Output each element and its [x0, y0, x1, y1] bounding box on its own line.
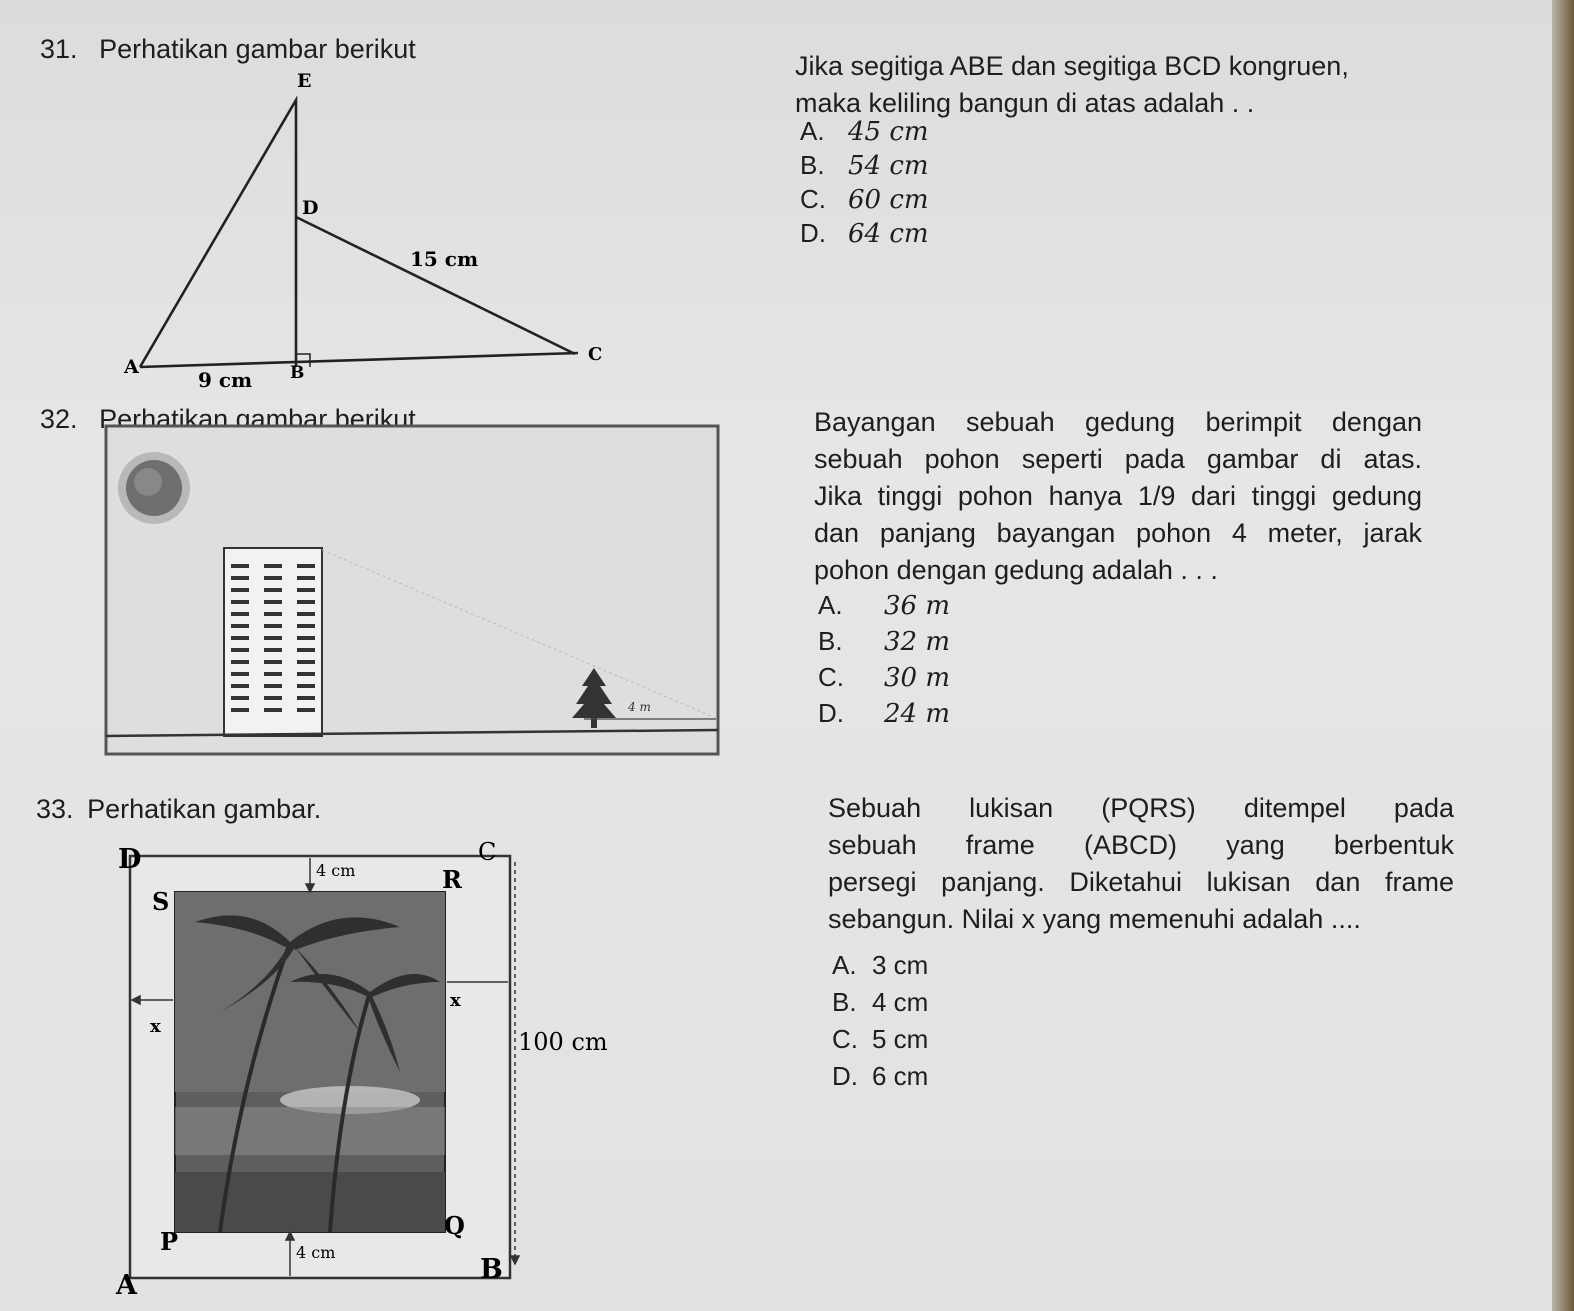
q32-option-b-value: 32 m: [884, 627, 951, 657]
q31-options: A. 45 cm B. 54 cm C. 60 cm D. 64 cm: [800, 116, 929, 252]
q32-option-d[interactable]: D. 24 m: [818, 698, 950, 734]
q33-option-c-letter: C.: [832, 1024, 858, 1054]
q31-option-c-value: 60 cm: [848, 185, 929, 215]
q31-label-15cm: 15 cm: [410, 247, 478, 271]
q32-option-a-value: 36 m: [884, 591, 951, 621]
q31-right-angle-mark: [296, 353, 311, 367]
q31-option-c[interactable]: C. 60 cm: [800, 184, 929, 218]
q33-label-x-left: x: [150, 1016, 161, 1037]
q32-shadow-ray: [321, 549, 717, 719]
q31-label-9cm: 9 cm: [198, 368, 252, 392]
q32-line-5: pohon dengan gedung adalah . . .: [814, 555, 1218, 585]
q32-line-1: Bayangan sebuah gedung berimpit dengan: [814, 407, 1422, 437]
q31-label-d: D: [302, 197, 318, 219]
q32-option-c-letter: C.: [818, 662, 844, 692]
q32-option-d-value: 24 m: [884, 699, 951, 729]
q33-figure: D C 4 cm S R x x 100 cm P Q 4 cm A B: [115, 838, 608, 1301]
q33-line-2: sebuah frame (ABCD) yang berbentuk: [828, 830, 1454, 860]
q31-heading: 31. Perhatikan gambar berikut: [40, 34, 416, 65]
q32-label-4m: 4 m: [627, 700, 651, 714]
q31-option-c-letter: C.: [800, 184, 826, 214]
q33-option-d-value: 6 cm: [872, 1061, 929, 1091]
q31-label-b: B: [290, 363, 304, 383]
q33-label-d: D: [118, 844, 141, 875]
q33-label-q: Q: [444, 1211, 465, 1240]
q32-line-2: sebuah pohon seperti pada gambar di atas…: [814, 444, 1422, 474]
q33-option-a[interactable]: A. 3 cm: [832, 950, 928, 987]
q31-base-line: [139, 351, 579, 369]
q32-option-b[interactable]: B. 32 m: [818, 626, 950, 662]
q33-options: A. 3 cm B. 4 cm C. 5 cm D. 6 cm: [832, 950, 928, 1098]
q31-option-d-letter: D.: [800, 218, 826, 248]
q32-question-text: Bayangan sebuah gedung berimpit dengan s…: [814, 404, 1422, 589]
q31-line-1: Jika segitiga ABE dan segitiga BCD kongr…: [795, 51, 1349, 81]
q33-label-p: P: [160, 1227, 178, 1256]
q33-number: 33.: [36, 794, 74, 824]
q33-label-r: R: [442, 865, 463, 894]
q31-title: Perhatikan gambar berikut: [99, 34, 416, 64]
q33-line-1: Sebuah lukisan (PQRS) ditempel pada: [828, 793, 1454, 823]
q33-option-a-value: 3 cm: [872, 950, 929, 980]
q31-option-a[interactable]: A. 45 cm: [800, 116, 929, 150]
q32-number: 32.: [40, 404, 78, 434]
q31-label-c: C: [588, 344, 602, 365]
q32-line-4: dan panjang bayangan pohon 4 meter, jara…: [814, 518, 1422, 548]
q33-question-text: Sebuah lukisan (PQRS) ditempel pada sebu…: [828, 790, 1454, 938]
tree-icon: [572, 668, 616, 728]
q32-option-a[interactable]: A. 36 m: [818, 590, 950, 626]
q33-line-4: sebangun. Nilai x yang memenuhi adalah .…: [828, 904, 1361, 934]
q32-ground: [105, 728, 719, 738]
building-icon: [223, 547, 323, 737]
q33-label-bottom-4cm: 4 cm: [296, 1243, 335, 1262]
q31-triangle-abe: [138, 95, 298, 368]
page-edge: [1552, 0, 1574, 1311]
q33-label-top-4cm: 4 cm: [316, 861, 355, 880]
q31-option-a-value: 45 cm: [848, 117, 929, 147]
q32-line-3: Jika tinggi pohon hanya 1/9 dari tinggi …: [814, 481, 1422, 511]
q31-option-b-letter: B.: [800, 150, 825, 180]
q31-option-d[interactable]: D. 64 cm: [800, 218, 929, 252]
q32-option-a-letter: A.: [818, 590, 843, 620]
q33-option-b-value: 4 cm: [872, 987, 929, 1017]
q33-option-b[interactable]: B. 4 cm: [832, 987, 928, 1024]
q31-option-b-value: 54 cm: [848, 151, 929, 181]
q33-option-d-letter: D.: [832, 1061, 858, 1091]
q33-option-c-value: 5 cm: [872, 1024, 929, 1054]
q32-figure: 4 m: [104, 424, 720, 756]
q31-option-d-value: 64 cm: [848, 219, 929, 249]
q33-label-b: B: [480, 1254, 503, 1285]
q32-option-b-letter: B.: [818, 626, 843, 656]
q31-label-e: E: [297, 70, 311, 92]
q33-line-3: persegi panjang. Diketahui lukisan dan f…: [828, 867, 1454, 897]
q33-option-b-letter: B.: [832, 987, 857, 1017]
q31-figure: E D 15 cm A 9 cm B C: [123, 70, 602, 392]
q31-option-b[interactable]: B. 54 cm: [800, 150, 929, 184]
q31-question-text: Jika segitiga ABE dan segitiga BCD kongr…: [795, 48, 1349, 122]
q33-label-x-right: x: [450, 990, 461, 1011]
q33-title: Perhatikan gambar.: [87, 794, 322, 824]
q33-label-s: S: [152, 887, 169, 916]
q32-option-c[interactable]: C. 30 m: [818, 662, 950, 698]
q31-line-2: maka keliling bangun di atas adalah . .: [795, 88, 1255, 118]
q32-options: A. 36 m B. 32 m C. 30 m D. 24 m: [818, 590, 950, 734]
q33-option-a-letter: A.: [832, 950, 857, 980]
q31-number: 31.: [40, 34, 78, 64]
q31-option-a-letter: A.: [800, 116, 825, 146]
q33-label-c: C: [478, 838, 496, 866]
q33-label-100cm: 100 cm: [518, 1028, 608, 1056]
q33-painting-pqrs: [174, 891, 446, 1233]
q33-option-c[interactable]: C. 5 cm: [832, 1024, 928, 1061]
q33-heading: 33. Perhatikan gambar.: [36, 794, 321, 825]
q33-option-d[interactable]: D. 6 cm: [832, 1061, 928, 1098]
q31-label-a: A: [123, 356, 139, 378]
q31-segment-dc: [295, 215, 576, 356]
sun-icon: [118, 452, 190, 524]
q32-option-c-value: 30 m: [884, 663, 951, 693]
q32-option-d-letter: D.: [818, 698, 844, 728]
q33-label-a: A: [115, 1270, 138, 1301]
